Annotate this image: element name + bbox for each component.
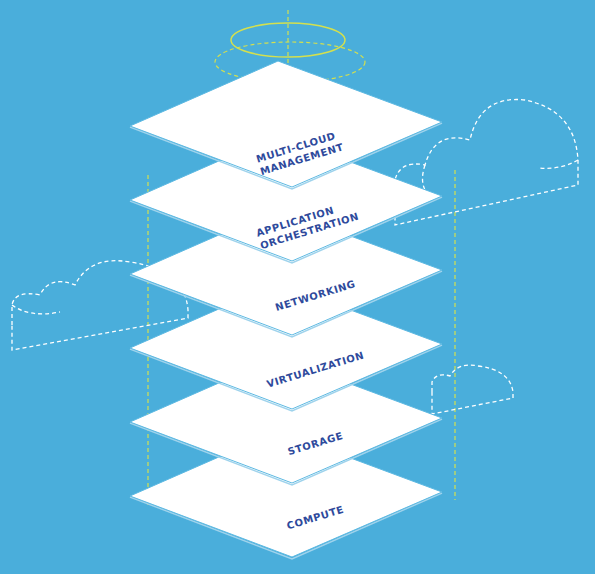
stack-layer: MULTI-CLOUD MANAGEMENT bbox=[121, 56, 451, 192]
layer-face bbox=[130, 61, 442, 187]
layer-plane bbox=[121, 56, 451, 192]
halo-ring bbox=[231, 23, 345, 57]
cloud-outlines bbox=[12, 100, 578, 415]
